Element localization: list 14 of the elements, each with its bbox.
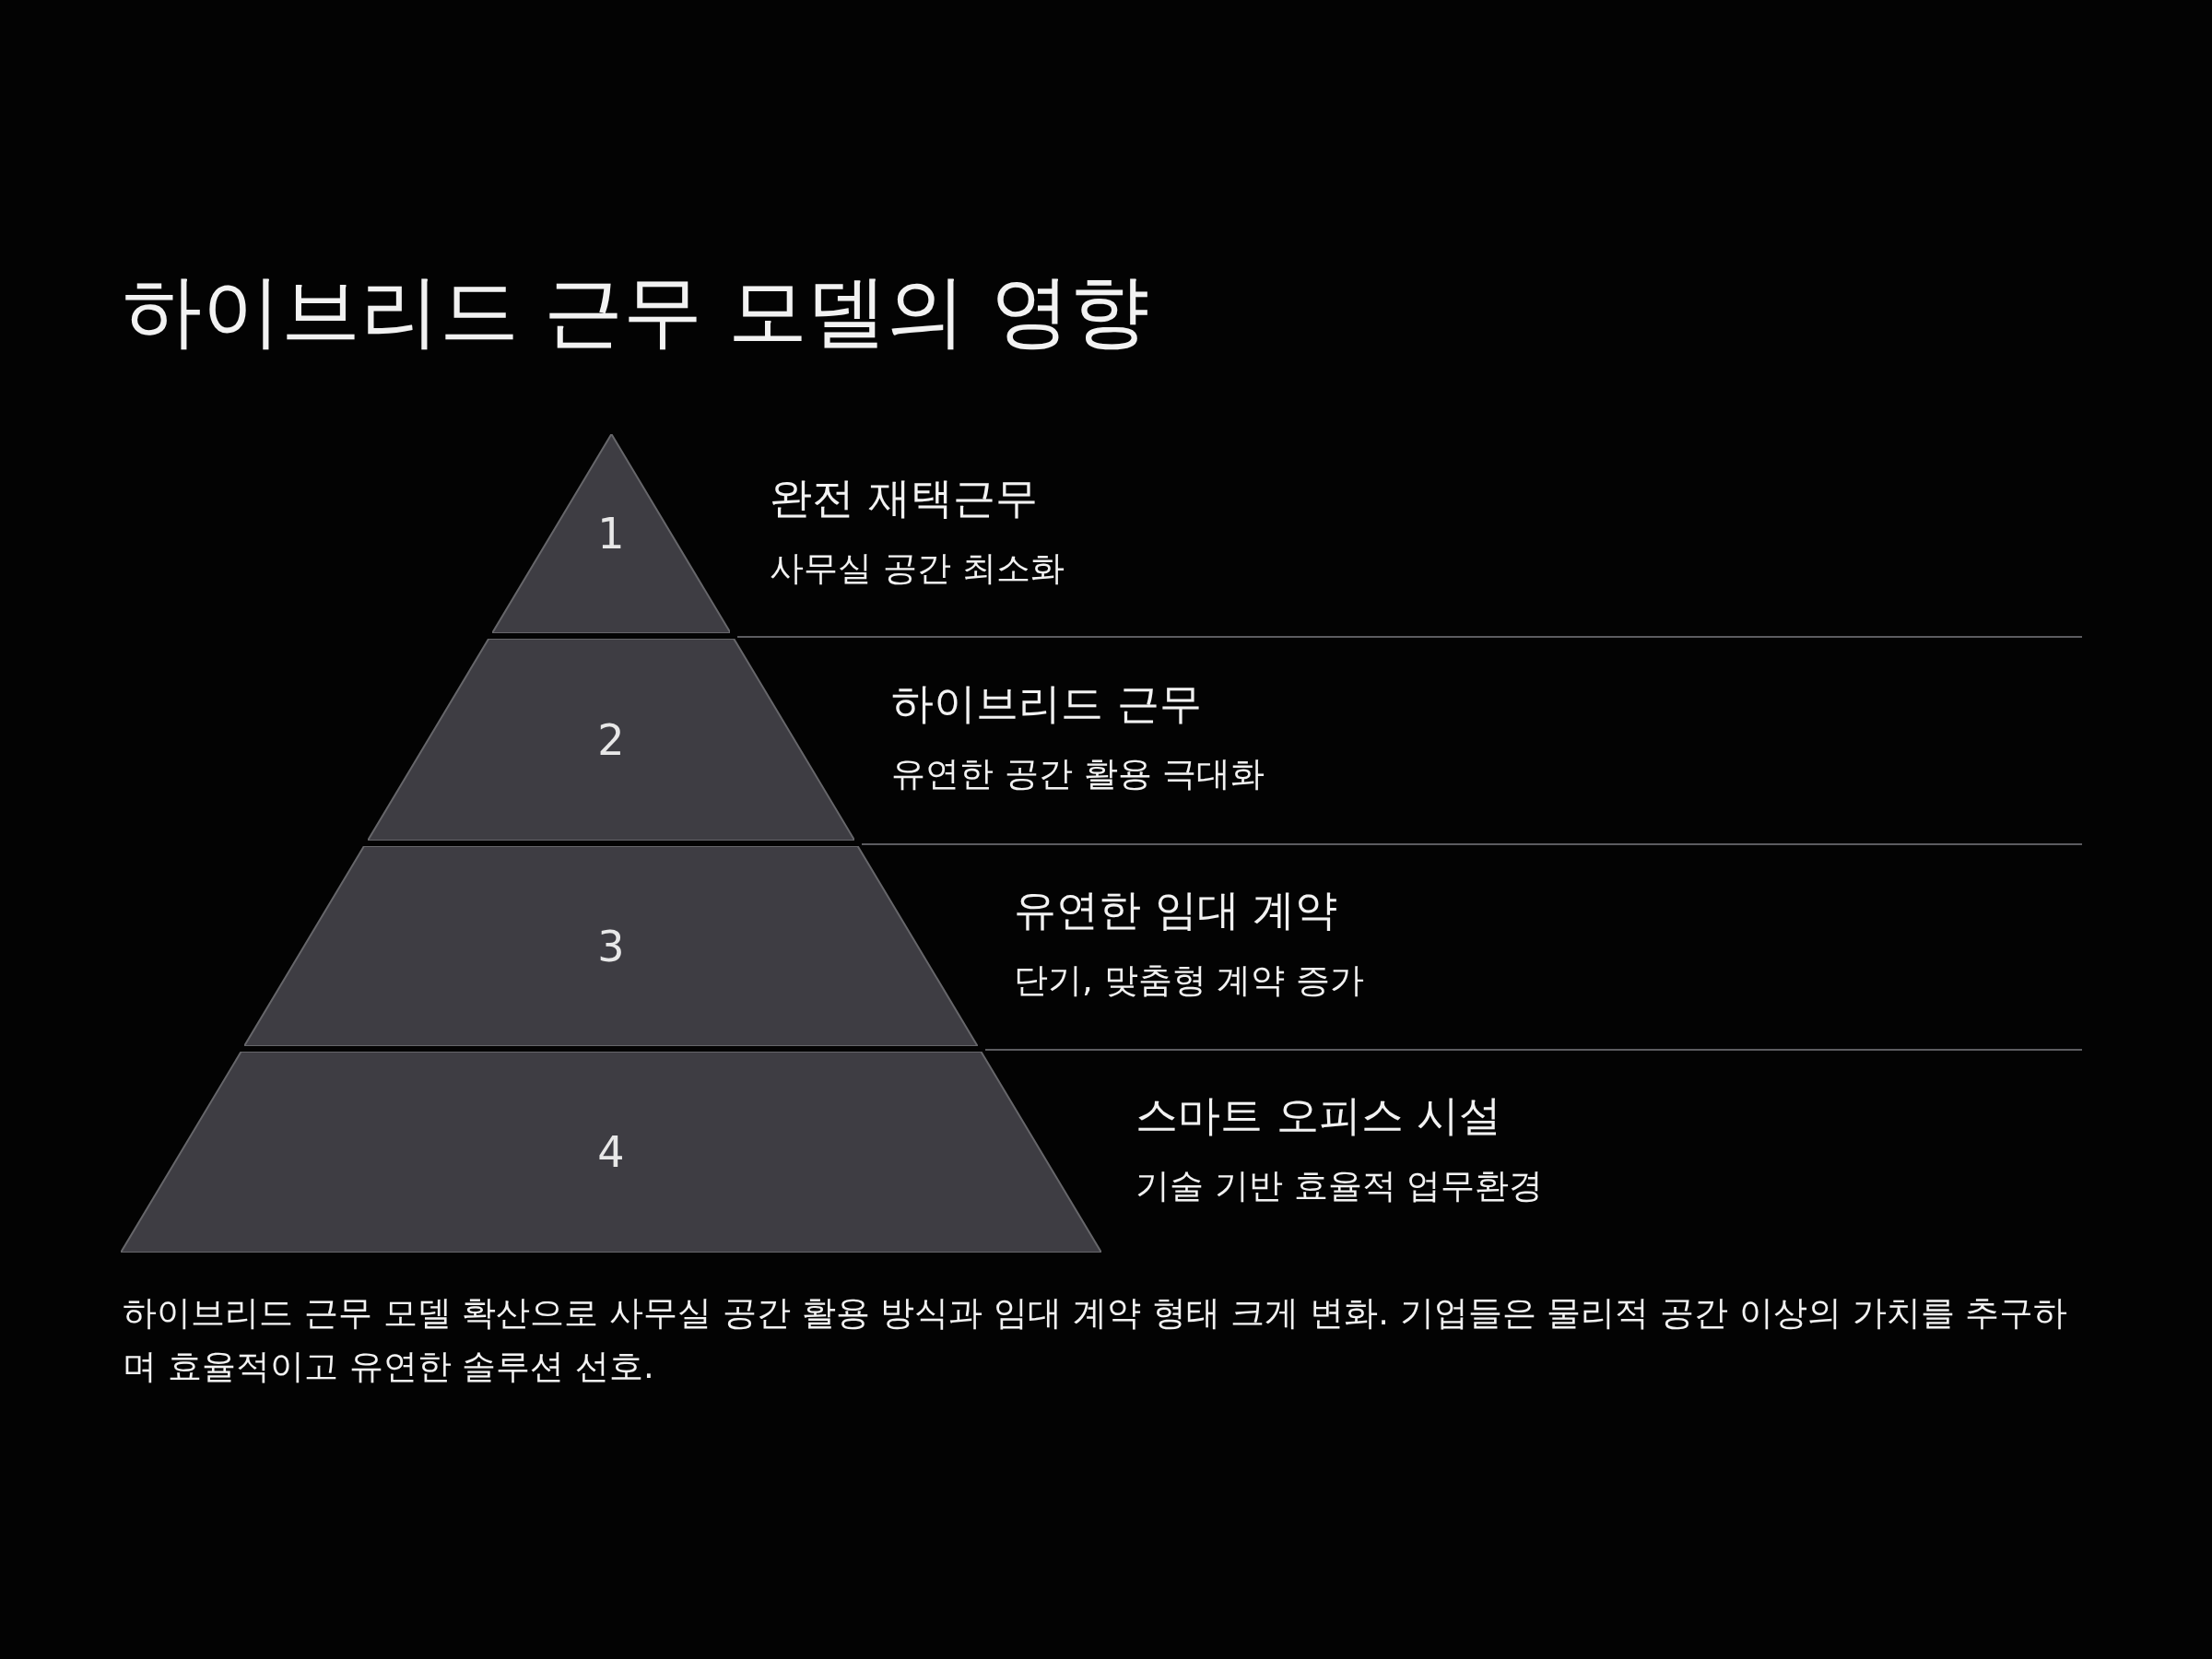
level-heading: 스마트 오피스 시설 <box>1135 1089 1502 1142</box>
level-number: 3 <box>597 921 625 971</box>
level-description: 기술 기반 효율적 업무환경 <box>1135 1165 1544 1207</box>
level-heading: 유연한 임대 계약 <box>1014 884 1338 936</box>
level-number: 4 <box>597 1127 625 1177</box>
level-description: 사무실 공간 최소화 <box>770 547 1065 590</box>
level-description: 유연한 공간 활용 극대화 <box>891 753 1265 795</box>
level-heading: 완전 재택근무 <box>770 472 1038 524</box>
title: 하이브리드 근무 모델의 영향 <box>123 264 1149 359</box>
level-description: 단기, 맞춤형 계약 증가 <box>1014 959 1365 1002</box>
level-number: 1 <box>597 509 625 559</box>
level-heading: 하이브리드 근무 <box>891 677 1202 730</box>
level-number: 2 <box>597 714 625 765</box>
caption: 하이브리드 근무 모델 확산으로 사무실 공간 활용 방식과 임대 계약 형태 크게 변화. 기업들은 물리적 공간 이상의 가치를 추구하며 효율적이고 유연한 솔루션 선호. <box>123 1292 2069 1388</box>
